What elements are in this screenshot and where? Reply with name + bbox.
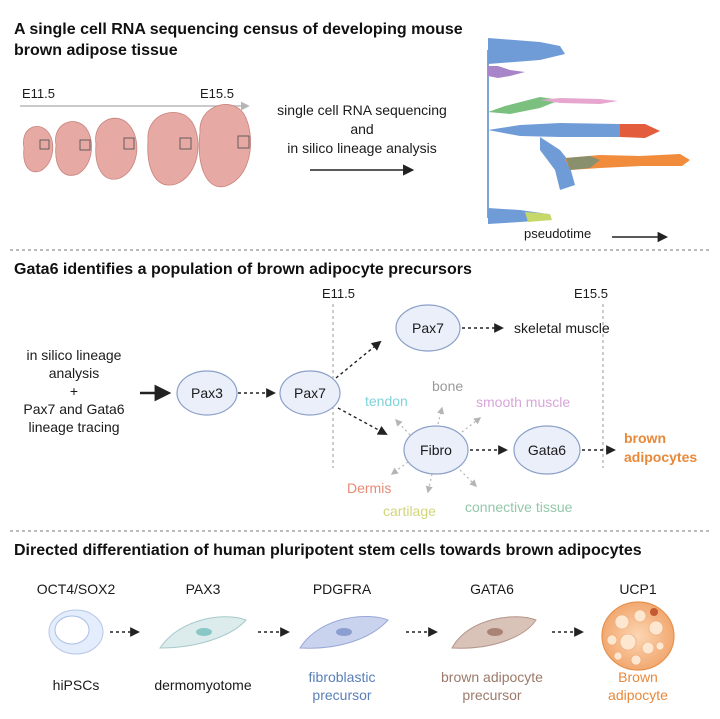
method-line1: single cell RNA sequencing [277,102,447,118]
cell-label-brown-precursor-line2: precursor [462,687,521,703]
node-pax7-early-label: Pax7 [294,385,326,401]
embryo-e14 [147,112,199,186]
branch-orange [565,154,690,170]
middle-stage-start-label: E11.5 [322,286,355,301]
cell-label-brown-precursor-line1: brown adipocyte [441,669,543,685]
embryo-e11 [23,126,54,173]
embryo-e12 [55,121,92,176]
cell-fibroblastic-precursor [299,615,389,649]
arrow-pax7-to-muscle-progenitor [335,340,382,379]
marker-oct4-sox2: OCT4/SOX2 [37,581,116,597]
embryo-e13 [95,117,138,180]
input-line4: Pax7 and Gata6 [23,401,124,417]
pseudotime-label: pseudotime [524,226,591,241]
cell-label-brown-adipocyte-line1: Brown [618,669,658,685]
marker-ucp1: UCP1 [619,581,657,597]
top-stage-start-label: E11.5 [22,86,55,101]
node-pax3-label: Pax3 [191,385,223,401]
outcome-brown-line2: adipocytes [624,449,697,465]
branch-red-tip [620,124,660,138]
bottom-title: Directed differentiation of human plurip… [14,542,642,559]
branch-olive [566,156,600,170]
node-gata6 [513,425,581,475]
marker-pdgfra: PDGFRA [313,581,372,597]
node-fibro-label: Fibro [420,442,452,458]
node-gata6-label: Gata6 [528,442,566,458]
cell-label-fibroblastic-line1: fibroblastic [309,669,376,685]
middle-title: Gata6 identifies a population of brown a… [14,261,472,278]
cell-label-fibroblastic-line2: precursor [312,687,371,703]
branch-lower-fork [540,137,575,190]
fate-dermis: Dermis [347,480,391,496]
branch-upper-blue [488,38,565,64]
branch-middle-blue [488,123,660,137]
branch-purple [488,66,525,78]
cell-brown-adipocyte-precursor [451,616,537,649]
cell-dermomyotome [159,616,247,649]
method-line3: in silico lineage analysis [287,140,436,156]
cell-brown-adipocyte [601,601,675,671]
fate-tendon: tendon [365,393,408,409]
input-line1: in silico lineage [27,347,122,363]
embryo-series [23,104,252,188]
fate-connective-tissue: connective tissue [465,499,573,515]
branch-green [488,97,560,114]
cell-label-dermomyotome: dermomyotome [154,677,251,693]
node-pax7-muscle [395,304,461,352]
fate-cartilage: cartilage [383,503,436,519]
branch-yellow-tip [525,212,552,222]
top-stage-end-label: E15.5 [200,86,234,101]
input-line2: analysis [49,365,100,381]
fibro-fate-arrows [390,406,482,494]
top-title-line2: brown adipose tissue [14,42,178,59]
marker-pax3: PAX3 [186,581,221,597]
cell-label-brown-adipocyte-line2: adipocyte [608,687,668,703]
node-pax7-early [279,370,341,416]
middle-stage-end-label: E15.5 [574,286,608,301]
top-title-line1: A single cell RNA sequencing census of d… [14,21,463,38]
node-fibro [403,425,469,475]
fate-smooth-muscle: smooth muscle [476,394,570,410]
outcome-skeletal-muscle: skeletal muscle [514,320,610,336]
branch-pink [540,98,618,104]
arrow-pax7-to-fibro [337,407,388,435]
fate-bone: bone [432,378,463,394]
cell-label-hipsc: hiPSCs [53,677,100,693]
node-pax3 [176,370,238,416]
outcome-brown-line1: brown [624,430,666,446]
pseudotime-lineage-tree [487,38,690,224]
embryo-e15 [198,104,252,188]
method-line2: and [350,121,373,137]
input-line3: + [70,383,78,399]
node-pax7-muscle-label: Pax7 [412,320,444,336]
cell-hipsc [48,609,104,655]
input-line5: lineage tracing [28,419,119,435]
marker-gata6: GATA6 [470,581,514,597]
